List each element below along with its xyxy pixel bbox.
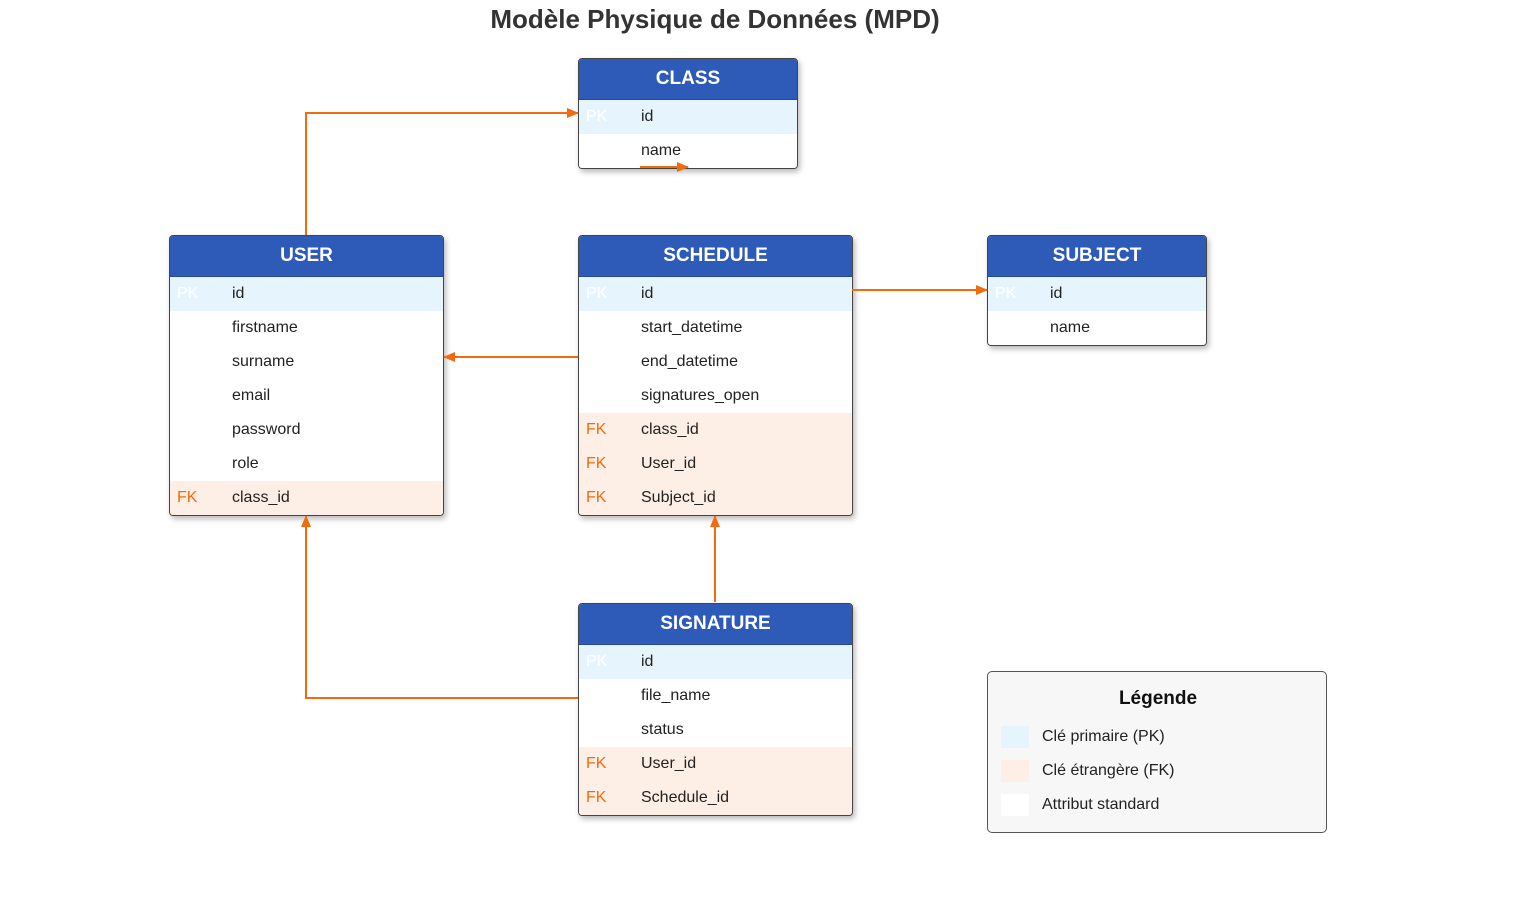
entity-header: CLASS [579, 59, 797, 100]
attribute-name: name [1050, 319, 1091, 336]
attribute-name: class_id [232, 489, 290, 506]
attribute-row: surname [170, 345, 443, 379]
legend-swatch [1001, 760, 1029, 782]
entity-signature[interactable]: SIGNATURE PK id file_name status FK User… [578, 603, 853, 816]
attribute-row: FK Schedule_id [579, 781, 852, 815]
key-label: FK [177, 489, 198, 506]
attribute-name: surname [232, 353, 295, 370]
legend-title: Légende [1118, 688, 1198, 709]
attribute-name: id [641, 653, 654, 670]
attribute-row: FK class_id [170, 481, 443, 515]
key-label: PK [586, 108, 608, 125]
attribute-name: end_datetime [641, 353, 738, 370]
entity-user[interactable]: USER PK id firstname surname email passw… [169, 235, 444, 516]
key-label: PK [995, 285, 1017, 302]
key-label: PK [586, 285, 608, 302]
diagram-title: Modèle Physique de Données (MPD) [490, 4, 940, 34]
legend-label: Attribut standard [1042, 796, 1160, 813]
key-label: PK [586, 653, 608, 670]
entity-class[interactable]: CLASS PK id name [578, 58, 798, 169]
attribute-name: id [641, 285, 654, 302]
legend: Légende Clé primaire (PK) Clé étrangère … [987, 671, 1327, 833]
attribute-name: User_id [641, 755, 697, 772]
attribute-name: name [641, 142, 682, 159]
attribute-row: PK id [988, 277, 1206, 311]
attribute-name: start_datetime [641, 319, 743, 336]
attribute-name: Schedule_id [641, 789, 730, 806]
connector-signature-to-user [301, 515, 578, 699]
attribute-row: file_name [579, 679, 852, 713]
key-label: FK [586, 421, 607, 438]
connector-user-to-class [305, 108, 579, 235]
attribute-row: PK id [579, 100, 797, 134]
attribute-row: FK User_id [579, 747, 852, 781]
attribute-name: class_id [641, 421, 699, 438]
attribute-name: id [232, 285, 245, 302]
attribute-row: status [579, 713, 852, 747]
attribute-name: firstname [232, 319, 298, 336]
attribute-row: FK Subject_id [579, 481, 852, 515]
attribute-name: id [641, 108, 654, 125]
attribute-name: status [641, 721, 684, 738]
attribute-row: end_datetime [579, 345, 852, 379]
attribute-name: Subject_id [641, 489, 716, 506]
key-label: FK [586, 789, 607, 806]
attribute-row: name [579, 134, 797, 168]
key-label: FK [586, 455, 607, 472]
attribute-name: file_name [641, 687, 711, 704]
entity-header: SUBJECT [988, 236, 1206, 277]
attribute-row: email [170, 379, 443, 413]
entity-header: USER [170, 236, 443, 277]
legend-swatch [1001, 794, 1029, 816]
attribute-row: PK id [579, 277, 852, 311]
entity-header: SCHEDULE [579, 236, 852, 277]
attribute-name: role [232, 455, 259, 472]
attribute-row: FK class_id [579, 413, 852, 447]
key-label: FK [586, 489, 607, 506]
attribute-row: PK id [170, 277, 443, 311]
attribute-row: FK User_id [579, 447, 852, 481]
attribute-row: PK id [579, 645, 852, 679]
key-label: FK [586, 755, 607, 772]
entity-schedule[interactable]: SCHEDULE PK id start_datetime end_dateti… [578, 235, 853, 516]
legend-label: Clé primaire (PK) [1042, 728, 1165, 745]
attribute-name: User_id [641, 455, 697, 472]
attribute-row: role [170, 447, 443, 481]
attribute-row: start_datetime [579, 311, 852, 345]
legend-label: Clé étrangère (FK) [1042, 762, 1175, 779]
attribute-row: signatures_open [579, 379, 852, 413]
legend-swatch [1001, 726, 1029, 748]
entity-subject[interactable]: SUBJECT PK id name [987, 235, 1207, 346]
attribute-name: id [1050, 285, 1063, 302]
attribute-name: signatures_open [641, 387, 760, 404]
attribute-name: email [232, 387, 271, 404]
attribute-name: password [232, 421, 301, 438]
key-label: PK [177, 285, 199, 302]
attribute-row: password [170, 413, 443, 447]
attribute-row: firstname [170, 311, 443, 345]
attribute-row: name [988, 311, 1206, 345]
entity-header: SIGNATURE [579, 604, 852, 645]
